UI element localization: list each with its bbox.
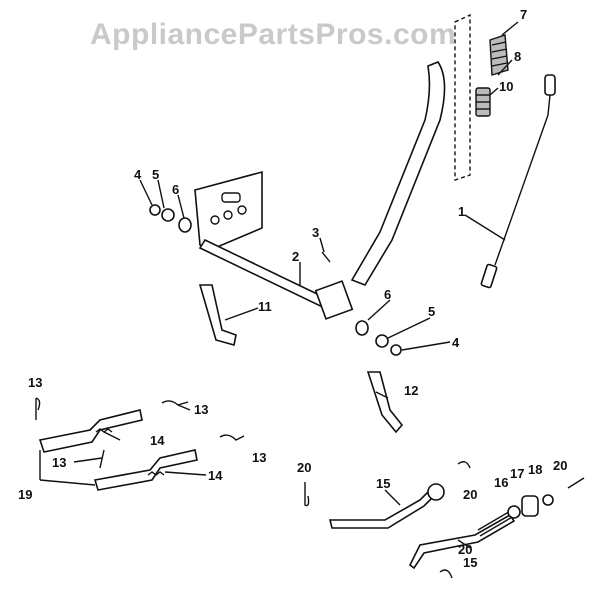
callout-20-c: 20 (553, 458, 568, 473)
callout-14-a: 14 (150, 433, 165, 448)
callout-20-d: 20 (458, 542, 473, 557)
watermark: AppliancePartsPros.com (90, 18, 457, 51)
callout-13-d: 13 (252, 450, 267, 465)
callout-18: 18 (528, 462, 543, 477)
callout-19: 19 (18, 487, 33, 502)
part-3-pin (321, 251, 331, 263)
callout-13-a: 13 (28, 375, 43, 390)
part-1-control-rod (480, 74, 556, 289)
callout-10: 10 (499, 79, 514, 94)
part-13-clips (35, 397, 245, 469)
callout-13-b: 13 (194, 402, 209, 417)
part-11-bracket (198, 284, 237, 347)
callout-20-b: 20 (463, 487, 478, 502)
callout-5-right: 5 (428, 304, 436, 319)
callout-7: 7 (520, 7, 528, 22)
part-12-bracket (366, 371, 404, 434)
callout-20-a: 20 (297, 460, 312, 475)
callout-17: 17 (510, 466, 525, 481)
callout-1: 1 (458, 204, 466, 219)
callout-15-a: 15 (376, 476, 391, 491)
leader-lines (39, 21, 519, 549)
callout-15-b: 15 (463, 555, 478, 570)
callout-11: 11 (258, 299, 272, 314)
part-15-rods (328, 483, 516, 570)
callout-6-left: 6 (172, 182, 180, 197)
part-19-links (38, 409, 198, 491)
callout-6-right: 6 (384, 287, 392, 302)
part-7-pedal-pad (489, 34, 509, 76)
part-2-cross-shaft (198, 238, 354, 320)
callout-12: 12 (404, 383, 419, 398)
part-20-pins (304, 461, 585, 579)
pedal-lever-arm (350, 61, 446, 286)
callout-5-left: 5 (152, 167, 160, 182)
part-4-5-6-bushings-left (149, 204, 192, 233)
callout-4-right: 4 (452, 335, 460, 350)
callout-16: 16 (494, 475, 509, 490)
callout-2: 2 (292, 249, 300, 264)
part-16-17-18-fittings (507, 494, 554, 519)
pedal-outline (454, 13, 471, 181)
callout-14-b: 14 (208, 468, 223, 483)
mounting-plate (194, 170, 263, 251)
part-4-5-6-bushings-right (355, 320, 402, 356)
part-10-spring (475, 87, 491, 117)
callout-13-c: 13 (52, 455, 67, 470)
callout-8: 8 (514, 49, 522, 64)
callout-3: 3 (312, 225, 320, 240)
callout-4-left: 4 (134, 167, 142, 182)
